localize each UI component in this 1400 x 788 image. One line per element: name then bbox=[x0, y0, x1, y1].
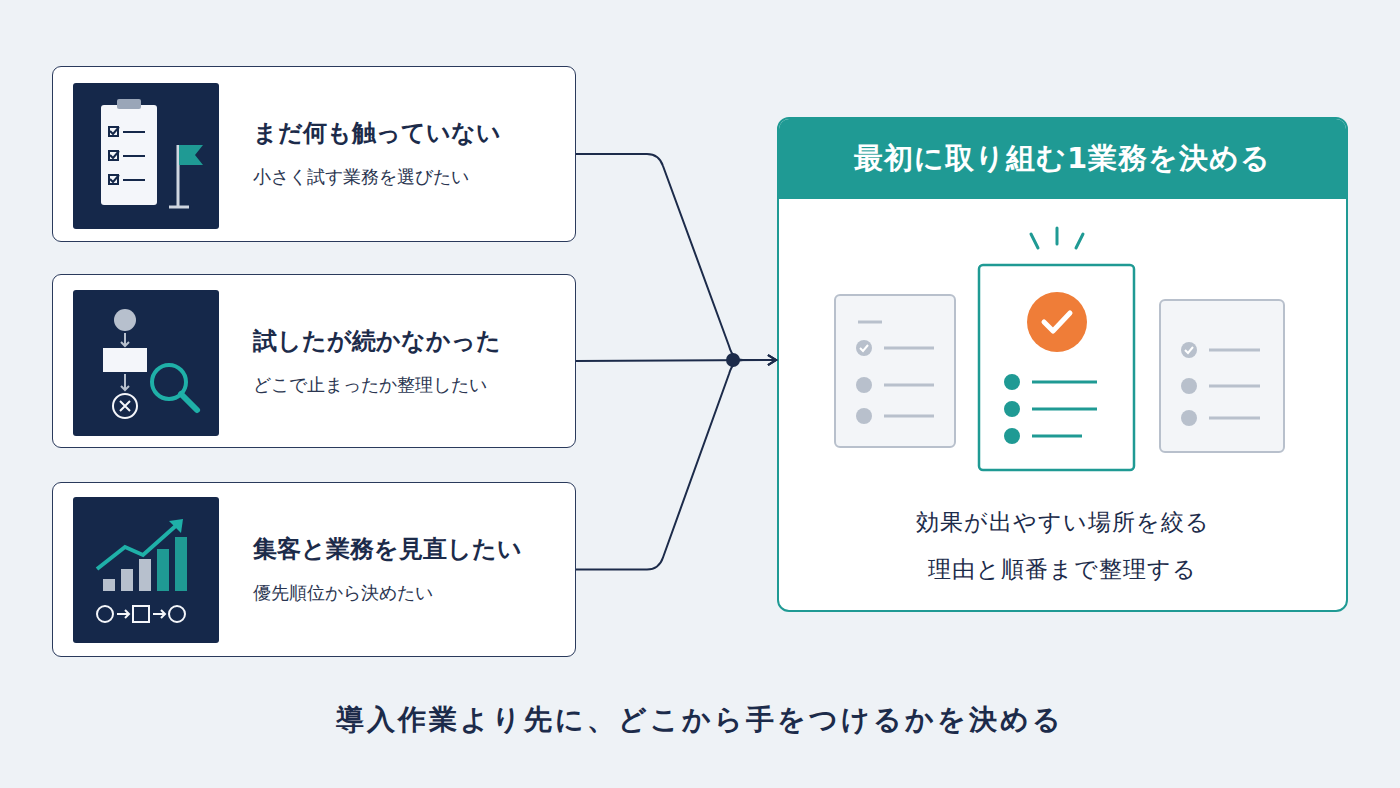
selected-card-part bbox=[1004, 428, 1020, 444]
candidate-card-part bbox=[858, 321, 882, 324]
stop-cross bbox=[120, 401, 130, 411]
selected-card-part bbox=[979, 265, 1134, 470]
body-text: 理由と順番まで整理する bbox=[779, 554, 1346, 584]
flow-arrow bbox=[121, 333, 129, 346]
process-flow-symbol-part bbox=[97, 606, 113, 622]
process-flow-symbol-part bbox=[153, 610, 165, 618]
candidate-card bbox=[1160, 300, 1284, 452]
candidate-card-part bbox=[884, 415, 934, 418]
heading-text: まだ何も触っていない bbox=[253, 118, 563, 148]
flow-arrow bbox=[121, 374, 129, 390]
trend-line bbox=[97, 523, 179, 569]
selected-card-part bbox=[1004, 401, 1020, 417]
candidate-card-part bbox=[856, 377, 872, 393]
process-flow-symbol-part bbox=[169, 606, 185, 622]
icon-tile bbox=[73, 497, 219, 643]
bar-chart-part bbox=[103, 579, 115, 591]
flow-start bbox=[114, 309, 136, 331]
candidate-card-part bbox=[1160, 300, 1284, 452]
stop-mark bbox=[113, 394, 137, 418]
candidate-card-part bbox=[860, 345, 868, 351]
connector-group bbox=[576, 154, 776, 570]
bar-chart-part bbox=[175, 537, 187, 591]
flag bbox=[179, 145, 203, 165]
caption-text: 導入作業より先に、どこから手をつけるかを決める bbox=[0, 700, 1400, 740]
bar-chart-part bbox=[157, 549, 169, 591]
clipboard-clip bbox=[117, 99, 141, 109]
bar-chart bbox=[103, 537, 187, 591]
situation-box: 試したが続かなかったどこで止まったか整理したい bbox=[52, 274, 576, 448]
checklist-items-part bbox=[123, 179, 145, 181]
selected-card bbox=[979, 228, 1134, 470]
checklist-items-part bbox=[109, 175, 118, 184]
candidate-card-part bbox=[884, 347, 934, 350]
heading-text: 試したが続かなかった bbox=[253, 326, 563, 356]
body-text: どこで止まったか整理したい bbox=[253, 372, 563, 398]
heading-text: 集客と業務を見直したい bbox=[253, 534, 563, 564]
candidate-card-part bbox=[835, 295, 955, 447]
candidate-card-part bbox=[1209, 385, 1260, 388]
bar-chart-part bbox=[121, 569, 133, 591]
magnifier-handle bbox=[181, 394, 197, 410]
selected-card-part bbox=[1004, 374, 1020, 390]
junction-dot bbox=[726, 353, 740, 367]
process-flow-symbol-part bbox=[117, 610, 129, 618]
candidate-card-part bbox=[856, 340, 872, 356]
process-flow-symbol-part bbox=[133, 606, 149, 622]
checklist-items-part bbox=[110, 151, 119, 158]
heading-band: 最初に取り組む1業務を決める bbox=[779, 119, 1346, 199]
connector-line bbox=[576, 360, 776, 361]
situation-box: 集客と業務を見直したい優先順位から決めたい bbox=[52, 482, 576, 657]
selected-card-part bbox=[1044, 313, 1070, 331]
checklist-items-part bbox=[123, 155, 145, 157]
clipboard bbox=[101, 105, 157, 205]
selected-card-part bbox=[1031, 228, 1083, 248]
connector-line bbox=[576, 154, 776, 360]
selected-card-part bbox=[1032, 381, 1097, 384]
heading-text: 最初に取り組む1業務を決める bbox=[854, 139, 1271, 179]
result-box: 最初に取り組む1業務を決める効果が出やすい場所を絞る理由と順番まで整理する bbox=[777, 117, 1348, 612]
checklist-items bbox=[109, 127, 145, 184]
icon-tile bbox=[73, 290, 219, 436]
connector-line bbox=[576, 360, 776, 570]
candidate-card-part bbox=[884, 384, 934, 387]
situation-box: まだ何も触っていない小さく試す業務を選びたい bbox=[52, 66, 576, 242]
selected-card-part bbox=[1032, 408, 1097, 411]
icon-tile bbox=[73, 83, 219, 229]
selected-card-part bbox=[1032, 435, 1082, 438]
body-text: 優先順位から決めたい bbox=[253, 580, 563, 606]
checklist-items-part bbox=[123, 131, 145, 133]
candidate-card-part bbox=[1209, 417, 1260, 420]
body-text: 小さく試す業務を選びたい bbox=[253, 164, 563, 190]
magnifier-lens bbox=[152, 365, 186, 399]
candidate-card-part bbox=[1181, 410, 1197, 426]
checklist-items-part bbox=[110, 127, 119, 134]
candidate-card-part bbox=[1181, 342, 1197, 358]
candidate-card-part bbox=[1209, 349, 1260, 352]
candidate-card-part bbox=[856, 408, 872, 424]
flag-pole bbox=[177, 145, 180, 207]
checklist-items-part bbox=[110, 175, 119, 182]
candidate-card bbox=[835, 295, 955, 447]
flow-step bbox=[103, 348, 147, 372]
checklist-items-part bbox=[109, 151, 118, 160]
candidate-card-part bbox=[1181, 378, 1197, 394]
bar-chart-part bbox=[139, 559, 151, 591]
trend-arrow bbox=[169, 519, 183, 533]
process-flow-symbol bbox=[97, 606, 185, 622]
checklist-items-part bbox=[109, 127, 118, 136]
body-text: 効果が出やすい場所を絞る bbox=[779, 507, 1346, 537]
flag-base bbox=[169, 206, 189, 209]
selected-card-part bbox=[1027, 292, 1087, 352]
candidate-card-part bbox=[1185, 347, 1193, 353]
